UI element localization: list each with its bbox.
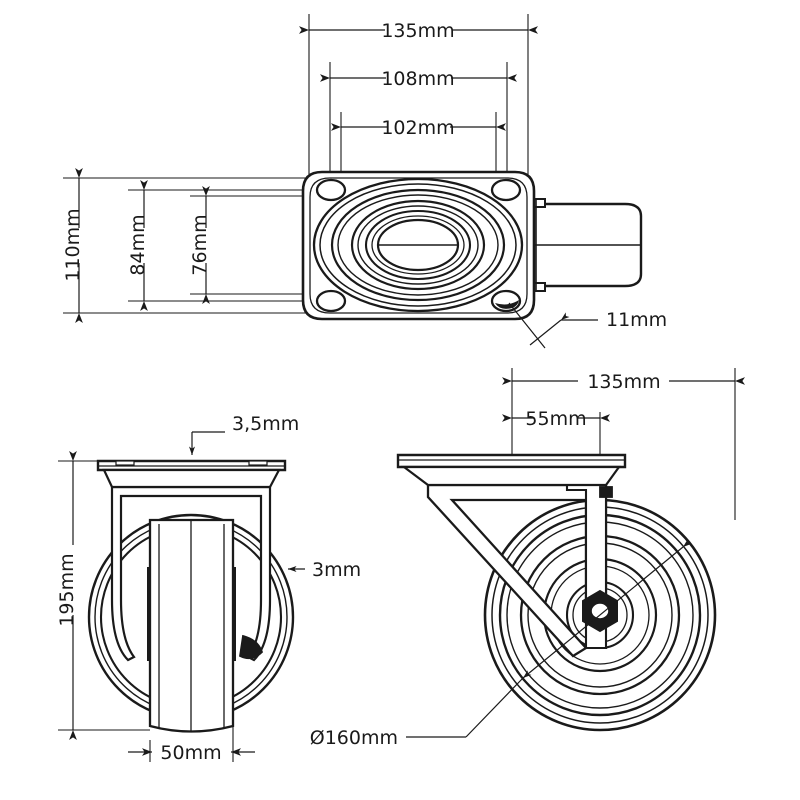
top-view-bolt-hole-highlight [495,300,519,309]
dimension-left-84mm: 84mm [127,180,149,311]
dimension-label-plate-width: 135mm [381,20,454,42]
dimension-label-bolt-spacing-v-inner: 76mm [189,214,211,275]
front-view-tread [148,518,235,733]
top-view-bolt-holes [315,178,522,313]
front-view-mounting-plate [96,459,287,489]
top-view-vertical-extension-lines [63,177,341,314]
dimension-left-110mm: 110mm [62,168,84,323]
top-view-wheel-body [526,198,643,292]
dimension-label-bolt-spacing-v-outer: 84mm [127,214,149,275]
dimension-side-135mm: 135mm [502,371,745,393]
dimension-label-swivel-offset: 55mm [525,408,586,430]
side-view: 135mm 55mm [310,368,745,749]
dimension-top-108mm: 108mm [320,68,517,90]
dimension-left-76mm: 76mm [189,186,211,304]
dimension-tread-width-50mm: 50mm [128,742,255,764]
side-view-mounting-plate [396,453,627,487]
dimension-swivel-offset-55mm: 55mm [502,408,610,430]
dimension-bolt-hole-11mm: 11mm [508,302,667,349]
dimension-label-tread-width: 50mm [160,742,221,764]
dimension-label-bolt-spacing-outer: 108mm [381,68,454,90]
dimension-label-wheel-diameter: Ø160mm [310,727,398,749]
dimension-overall-height-195mm: 195mm [56,451,78,740]
top-view-swivel-raceway [312,177,524,313]
top-view: 135mm 108mm 102mm 110mm [62,14,667,349]
dimension-wheel-diameter: Ø160mm [310,539,692,749]
front-view: 3,5mm 195mm 50mm 3mm [56,413,361,764]
dimension-label-side-plate-length: 135mm [587,371,660,393]
dimension-label-bolt-spacing-inner: 102mm [381,117,454,139]
dimension-label-plate-height: 110mm [62,208,84,281]
dimension-label-plate-thickness: 3,5mm [232,413,299,435]
dimension-top-135mm: 135mm [299,20,538,42]
drawing-body: 135mm 108mm 102mm 110mm [56,14,745,764]
dimension-top-102mm: 102mm [331,117,506,139]
dimension-label-fork-clearance: 3mm [312,559,361,581]
dimension-label-overall-height: 195mm [56,553,78,626]
dimension-label-bolt-hole: 11mm [606,309,667,331]
